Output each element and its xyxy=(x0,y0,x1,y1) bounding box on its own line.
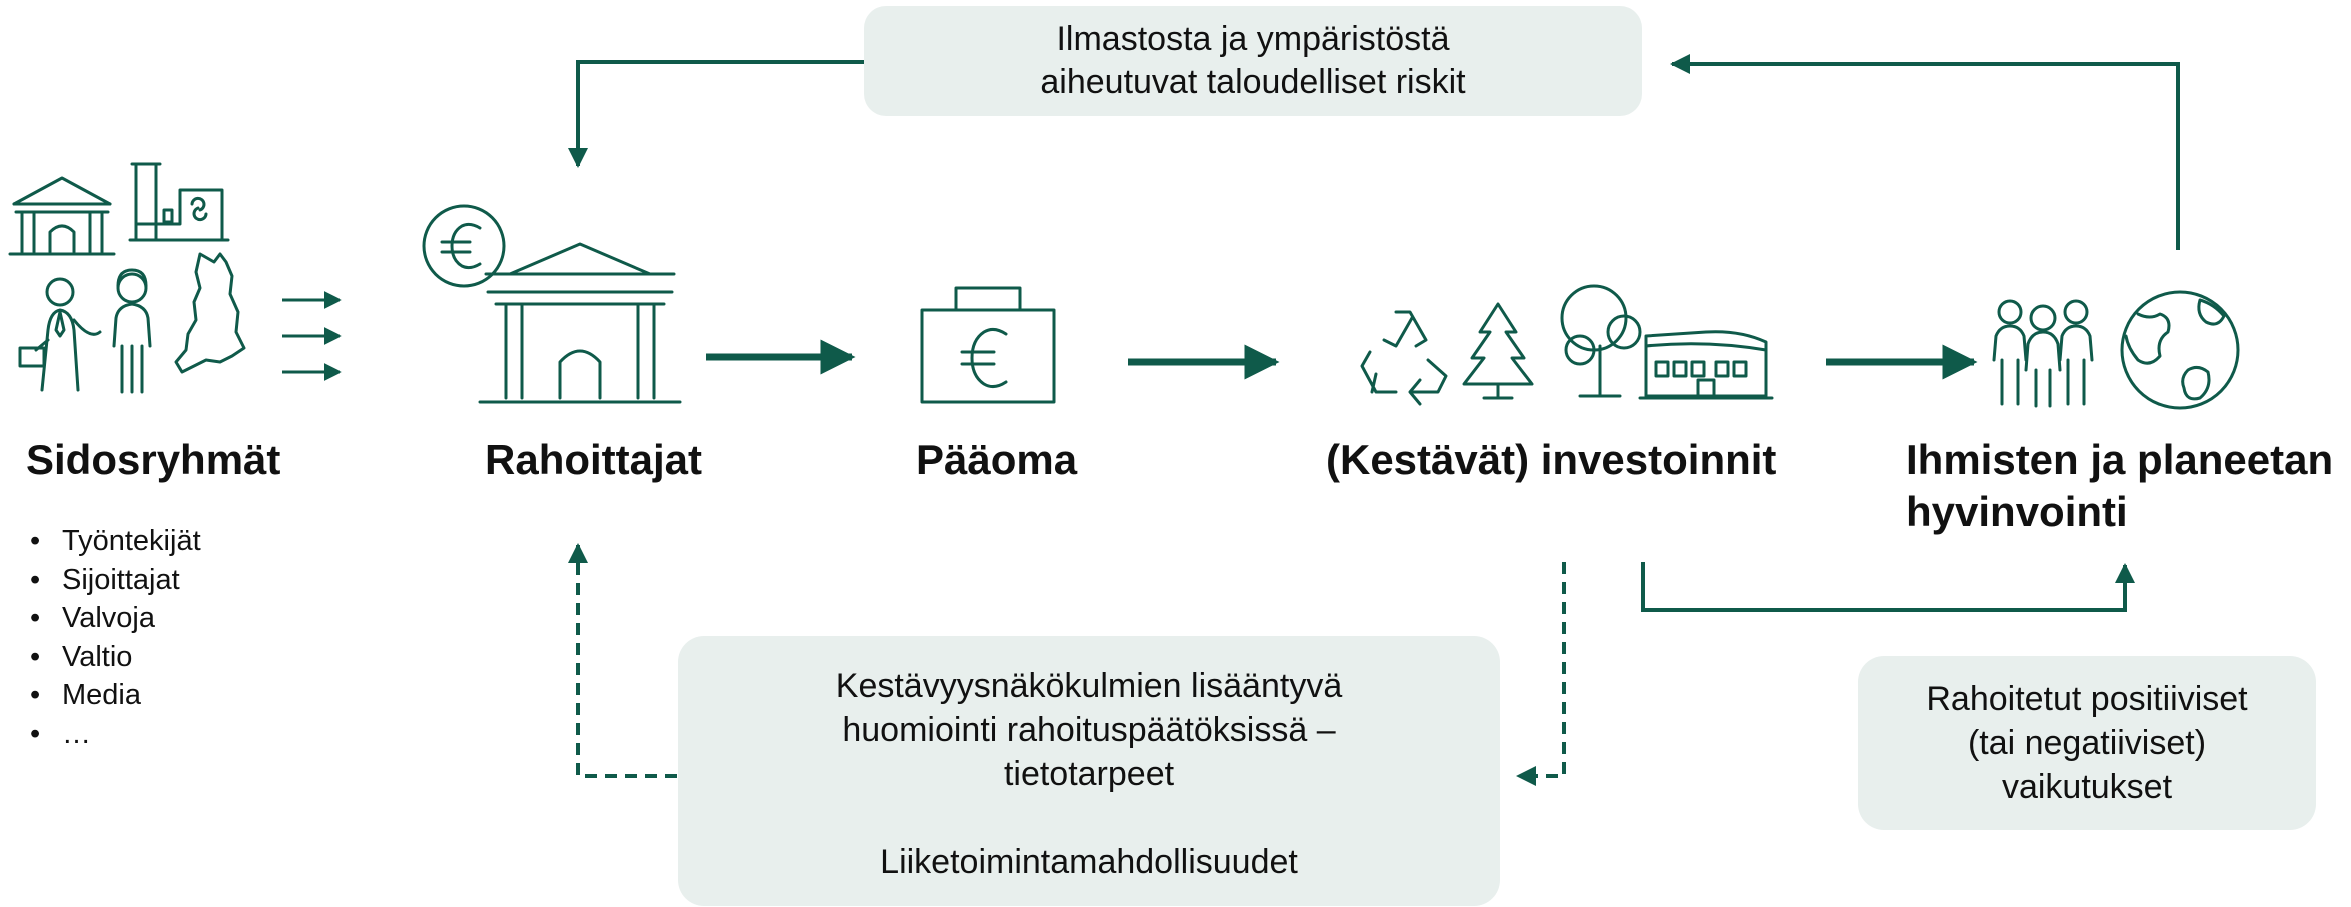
business-opportunities-label: Liiketoimintamahdollisuudet xyxy=(880,843,1298,881)
woman-icon xyxy=(112,268,152,394)
stakeholder-list: Työntekijät Sijoittajat Valvoja Valtio M… xyxy=(26,522,201,753)
risk-arrow-to-financiers xyxy=(568,60,864,168)
bank-building-icon xyxy=(8,176,116,256)
list-item: … xyxy=(26,715,201,754)
impact-connector-arrow xyxy=(1641,562,2135,612)
dashed-arrow-to-financiers xyxy=(568,543,677,778)
list-item: Sijoittajat xyxy=(26,561,201,600)
building-icon xyxy=(1638,330,1774,400)
impact-line-1: Rahoitetut positiiviset xyxy=(1926,680,2248,718)
sustainability-box: Kestävyysnäkökulmien lisääntyvä huomioin… xyxy=(678,636,1500,906)
stage-heading-investoinnit: (Kestävät) investoinnit xyxy=(1326,436,1777,483)
list-item: Media xyxy=(26,676,201,715)
stage-heading-hyvinvointi: Ihmisten ja planeetan hyvinvointi xyxy=(1906,434,2333,538)
risk-box-line-1: Ilmastosta ja ympäristöstä xyxy=(1056,20,1450,58)
climate-risk-box: Ilmastosta ja ympäristöstä aiheutuvat ta… xyxy=(864,6,1642,116)
bank-building-icon xyxy=(478,242,682,404)
sustainability-line-3: tietotarpeet xyxy=(1003,755,1175,793)
sustainability-line-2: huomiointi rahoituspäätöksissä – xyxy=(842,711,1336,749)
risk-box-line-2: aiheutuvat taloudelliset riskit xyxy=(1040,63,1466,101)
dashed-arrow-to-investments-box xyxy=(1516,562,1566,786)
factory-icon xyxy=(128,162,230,242)
euro-bag-icon xyxy=(920,286,1056,404)
stage-heading-paaoma: Pääoma xyxy=(916,436,1078,483)
risk-arrow-to-box xyxy=(1670,54,2180,250)
stage-heading-sidosryhmat: Sidosryhmät xyxy=(26,436,281,483)
list-item: Valvoja xyxy=(26,599,201,638)
people-group-icon xyxy=(1992,299,2094,408)
deciduous-tree-icon xyxy=(1560,284,1642,398)
list-item: Työntekijät xyxy=(26,522,201,561)
euro-coin-icon xyxy=(422,204,506,288)
finland-map-icon xyxy=(174,252,246,374)
impact-box: Rahoitetut positiiviset (tai negatiivise… xyxy=(1858,656,2316,830)
list-item: Valtio xyxy=(26,638,201,677)
impact-line-3: vaikutukset xyxy=(2001,768,2173,806)
pine-tree-icon xyxy=(1462,302,1534,400)
sustainability-line-1: Kestävyysnäkökulmien lisääntyvä xyxy=(835,667,1343,705)
stage-heading-hyvinvointi-line-1: Ihmisten ja planeetan xyxy=(1906,436,2334,483)
stage-heading-rahoittajat: Rahoittajat xyxy=(485,436,703,483)
impact-line-2: (tai negatiiviset) xyxy=(1967,724,2207,762)
globe-icon xyxy=(2120,290,2240,410)
stage-heading-hyvinvointi-line-2: hyvinvointi xyxy=(1906,488,2128,535)
businessman-icon xyxy=(18,277,102,392)
recycle-icon xyxy=(1360,310,1448,406)
